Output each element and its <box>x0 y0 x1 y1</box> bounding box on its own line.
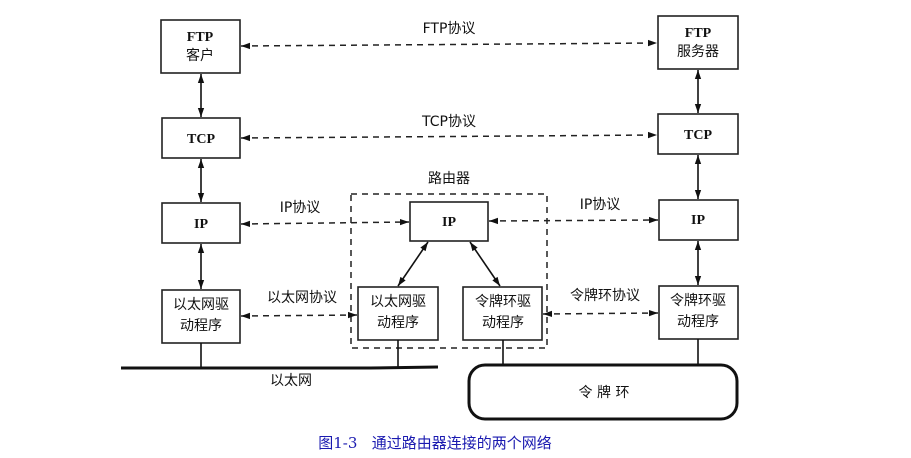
token-ring <box>467 363 739 421</box>
ethernet-driver-router-box: 以太网驱 动程序 <box>357 286 439 341</box>
svg-text:TCP: TCP <box>187 132 215 147</box>
svg-text:动程序: 动程序 <box>677 314 719 330</box>
ethernet-bus-2 <box>369 365 439 370</box>
ftp-client-box: FTP 客户 <box>160 19 241 74</box>
svg-text:动程序: 动程序 <box>377 315 419 331</box>
ip-protocol-arrow-left <box>240 218 410 228</box>
ftp-server-box: FTP 服务器 <box>657 15 739 70</box>
tcp-protocol-label: TCP协议 <box>421 114 476 130</box>
svg-text:以太网驱: 以太网驱 <box>173 297 229 313</box>
ip-protocol-label-right: IP协议 <box>580 197 621 213</box>
token-ring-driver-router-box: 令牌环驱 动程序 <box>462 286 543 341</box>
ip-protocol-label-left: IP协议 <box>280 200 321 216</box>
ethernet-protocol-label: 以太网协议 <box>267 290 337 306</box>
ip-right-box: IP <box>658 199 739 241</box>
tcp-left-box: TCP <box>161 117 241 159</box>
svg-text:令牌环驱: 令牌环驱 <box>670 292 726 309</box>
svg-text:服务器: 服务器 <box>677 44 719 60</box>
figure-caption: 图1-3 通过路由器连接的两个网络 <box>318 434 551 452</box>
svg-text:TCP: TCP <box>684 128 712 143</box>
svg-text:FTP: FTP <box>685 26 712 41</box>
tcp-protocol-arrow <box>240 131 658 142</box>
svg-text:客户: 客户 <box>186 47 214 64</box>
svg-text:IP: IP <box>691 213 705 228</box>
svg-text:FTP: FTP <box>187 30 214 45</box>
svg-text:动程序: 动程序 <box>482 315 524 331</box>
ethernet-label: 以太网 <box>270 373 312 389</box>
token-ring-driver-right-box: 令牌环驱 动程序 <box>658 285 739 340</box>
token-ring-label: 令 牌 环 <box>579 384 630 401</box>
ftp-protocol-arrow <box>240 39 658 50</box>
ip-router-box: IP <box>409 201 489 242</box>
svg-text:IP: IP <box>194 217 208 232</box>
ethernet-protocol-arrow <box>240 311 358 320</box>
tcp-right-box: TCP <box>657 113 739 155</box>
svg-text:以太网驱: 以太网驱 <box>370 294 426 310</box>
svg-text:IP: IP <box>442 215 456 230</box>
ip-protocol-arrow-right <box>488 216 659 225</box>
token-ring-protocol-label: 令牌环协议 <box>570 287 640 304</box>
ftp-protocol-label: FTP协议 <box>423 21 476 37</box>
svg-text:令牌环驱: 令牌环驱 <box>475 293 531 310</box>
token-ring-protocol-arrow <box>542 309 659 318</box>
arrow-router-ip-tr <box>469 241 501 287</box>
ip-left-box: IP <box>161 202 241 244</box>
svg-text:动程序: 动程序 <box>180 318 222 334</box>
ethernet-driver-left-box: 以太网驱 动程序 <box>161 289 241 344</box>
arrow-router-ip-eth <box>397 241 429 287</box>
router-label: 路由器 <box>428 171 470 187</box>
